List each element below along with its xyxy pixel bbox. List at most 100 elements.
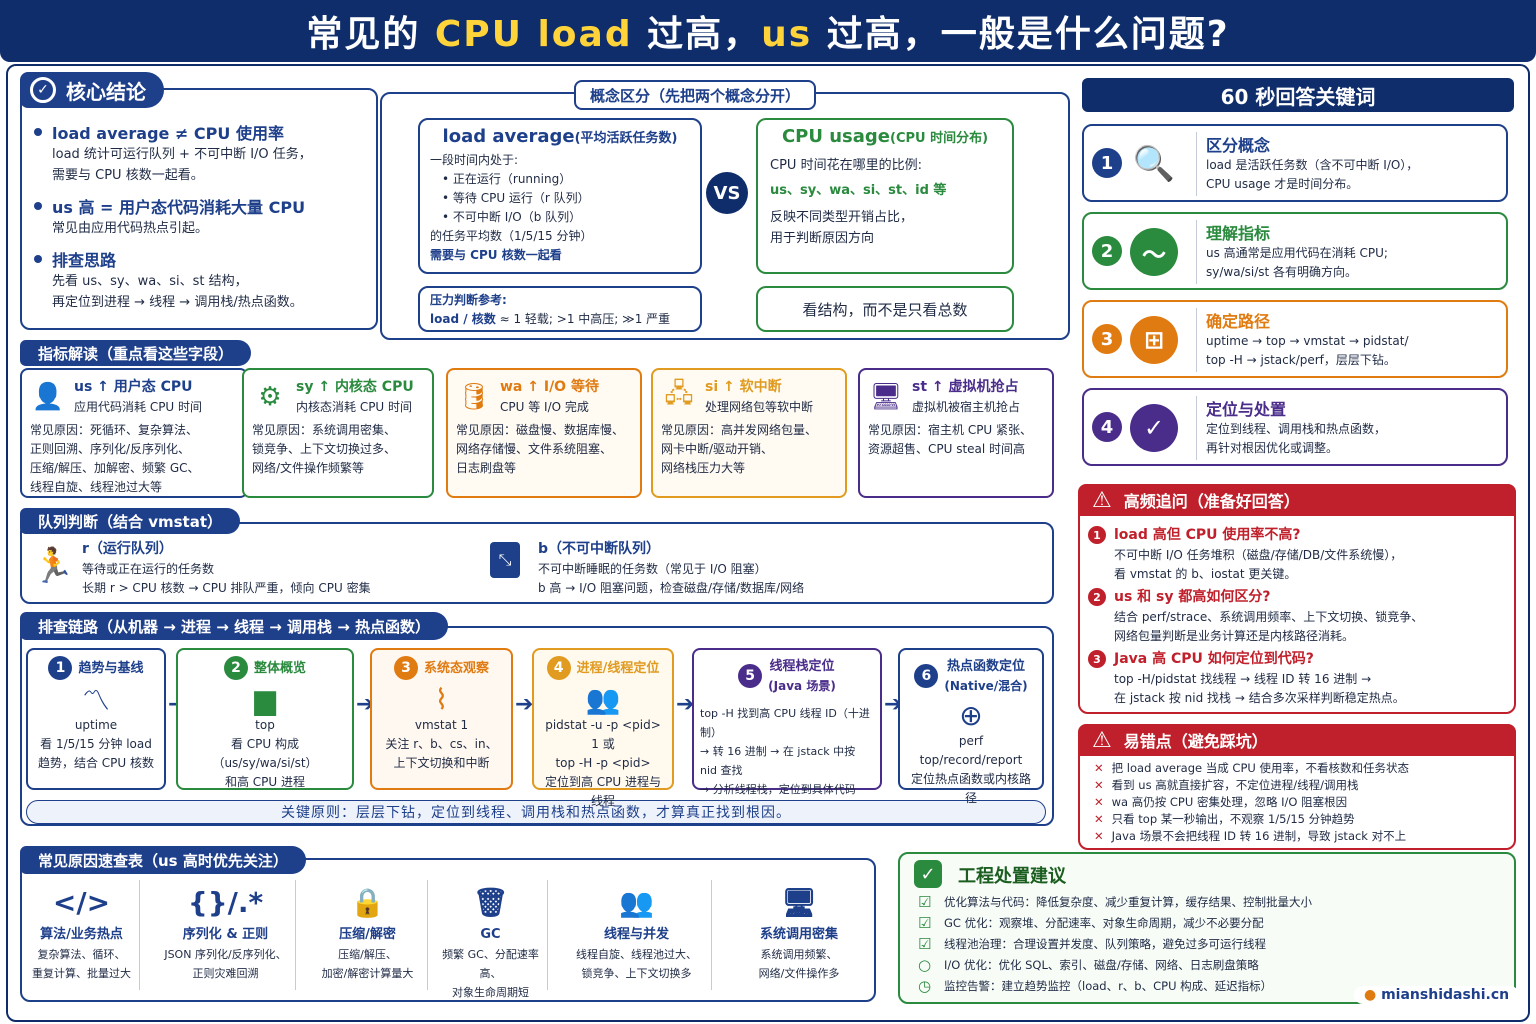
lock-icon: 🔒 — [350, 885, 385, 919]
hierarchy-icon: ⊞ — [1130, 316, 1178, 364]
arrow-right-icon: ➔ — [676, 692, 695, 717]
clock-icon: ◷ — [918, 977, 932, 995]
cause-item: 🖥 系统调用密集 系统调用频繁、 网络/文件操作多 — [726, 880, 872, 990]
users-icon: 👥 — [619, 885, 654, 919]
arrow-right-icon: ➔ — [356, 692, 375, 717]
team-icon: 👥 — [585, 682, 621, 716]
eng-item: ○I/O 优化：优化 SQL、索引、磁盘/存储、网络、日志刷盘策略 — [918, 956, 1259, 974]
load-average-card: load average(平均活跃任务数) 一段时间内处于: • 正在运行（ru… — [418, 118, 702, 274]
metric-card: 🖧 si ↑ 软中断处理网络包等软中断 常见原因：高并发网络包量、网卡中断/驱动… — [651, 368, 847, 498]
gear-icon: ⚙ — [258, 381, 282, 412]
queue-b: b（不可中断队列） 不可中断睡眠的任务数（常见于 I/O 阻塞） b 高 → I… — [538, 541, 805, 595]
cause-item: 👥 线程与并发 线程自旋、线程池过大、 锁竞争、上下文切换多 — [562, 880, 712, 990]
checkbox-icon: ☑ — [918, 935, 932, 953]
arrow-right-icon: ➔ — [884, 692, 903, 717]
regex-icon: {}/.* — [187, 885, 264, 919]
monitor-icon: 🖥 — [869, 381, 903, 412]
core-item: 排查思路先看 us、sy、wa、si、st 结构，再定位到进程 → 线程 → 调… — [34, 247, 374, 313]
blocked-file-icon: ⤡ — [490, 542, 520, 578]
pitfalls-heading: ⚠易错点（避免踩坑） — [1078, 724, 1516, 756]
outer-frame — [6, 64, 1530, 1022]
eng-heading: 工程处置建议 — [958, 866, 1066, 887]
cause-item: </> 算法/业务热点 复杂算法、循环、 重复计算、批量过大 — [24, 880, 140, 990]
cause-item: 🔒 压缩/解密 压缩/解压、 加密/解密计算量大 — [308, 880, 428, 990]
code-icon: </> — [52, 885, 111, 919]
pitfall-item: ✕只看 top 某一秒输出，不观察 1/5/15 分钟趋势 — [1094, 812, 1355, 826]
causes-heading: 常见原因速查表（us 高时优先关注） — [20, 846, 306, 874]
queue-heading: 队列判断（结合 vmstat） — [20, 508, 241, 534]
causes-panel — [20, 858, 876, 1002]
pulse-icon: 〜 — [1130, 228, 1178, 276]
check-circle-icon: ✓ — [1130, 404, 1178, 452]
answer-card: 2 〜 理解指标 us 高通常是应用代码在消耗 CPU; sy/wa/si/st… — [1082, 212, 1508, 290]
answer-card: 3 ⊞ 确定路径 uptime → top → vmstat → pidstat… — [1082, 300, 1508, 378]
answer-card: 4 ✓ 定位与处置 定位到线程、调用栈和热点函数， 再针对根因优化或调整。 — [1082, 388, 1508, 466]
eng-item: ☑优化算法与代码：降低复杂度、减少重复计算，缓存结果、控制批量大小 — [918, 893, 1312, 911]
answer-card: 1 🔍 区分概念 load 是活跃任务数（含不可中断 I/O）， CPU usa… — [1082, 124, 1508, 202]
running-icon: 🏃 — [32, 546, 75, 586]
metrics-heading: 指标解读（重点看这些字段） — [20, 340, 252, 366]
cause-item: {}/.* 序列化 & 正则 JSON 序列化/反序列化、 正则灾难回溯 — [156, 880, 296, 990]
cross-icon: ✕ — [1094, 812, 1104, 826]
circle-icon: ○ — [918, 956, 932, 974]
warning-icon: ⚠ — [1092, 727, 1112, 753]
pitfalls-list: ✕把 load average 当成 CPU 使用率，不看核数和任务状态 ✕看到 … — [1094, 760, 1514, 845]
trend-icon: 〽 — [81, 684, 110, 717]
queue-r: r（运行队列） 等待或正在运行的任务数 长期 r > CPU 核数 → CPU … — [82, 541, 371, 595]
eng-item: ☑线程池治理：合理设置并发度、队列策略，避免过多可运行线程 — [918, 935, 1266, 953]
arrow-right-icon: ➔ — [515, 692, 534, 717]
cpu-usage-card: CPU usage(CPU 时间分布) CPU 时间花在哪里的比例: us、sy… — [756, 118, 1014, 274]
cause-item: 🗑 GC 频繁 GC、分配速率高、 对象生命周期短 — [434, 880, 548, 999]
eng-item: ◷监控告警：建立趋势监控（load、r、b、CPU 构成、延迟指标） — [918, 977, 1273, 995]
user-icon: 👤 — [31, 381, 65, 412]
cross-icon: ✕ — [1094, 795, 1104, 809]
eng-list: ☑优化算法与代码：降低复杂度、减少重复计算，缓存结果、控制批量大小 ☑GC 优化：… — [918, 892, 1508, 997]
structure-note: 看结构，而不是只看总数 — [756, 286, 1014, 332]
checkbox-icon: ☑ — [918, 914, 932, 932]
database-icon: 🛢 — [457, 381, 491, 412]
eng-panel — [898, 852, 1516, 1004]
concept-heading: 概念区分（先把两个概念分开） — [574, 80, 817, 110]
monitor-icon: 🖥 — [781, 885, 817, 919]
chain-heading: 排查链路（从机器 → 进程 → 线程 → 调用栈 → 热点函数） — [20, 612, 449, 640]
eng-item: ☑GC 优化：观察堆、分配速率、对象生命周期，减少不必要分配 — [918, 914, 1264, 932]
core-heading: ✓核心结论 — [20, 72, 164, 108]
answer-heading: 60 秒回答关键词 — [1082, 78, 1514, 112]
pitfall-item: ✕看到 us 高就直接扩容，不定位进程/线程/调用栈 — [1094, 778, 1359, 792]
crosshair-icon: ⊕ — [959, 698, 983, 732]
page-title: 常见的 CPU load 过高，us 过高，一般是什么问题? — [306, 14, 1230, 55]
watermark: ● mianshidashi.cn — [1354, 986, 1520, 1004]
pitfall-item: ✕wa 高仍按 CPU 密集处理，忽略 I/O 阻塞根因 — [1094, 795, 1348, 809]
queue-panel — [20, 522, 1054, 604]
warning-icon: ⚠ — [1092, 487, 1112, 513]
metric-card: 🖥 st ↑ 虚拟机抢占虚拟机被宿主机抢占 常见原因：宿主机 CPU 紧张、资源… — [858, 368, 1054, 498]
waveform-icon: ⌇ — [434, 682, 449, 716]
magnifier-icon: 🔍 — [1130, 140, 1178, 188]
check-icon: ✓ — [914, 860, 942, 888]
cross-icon: ✕ — [1094, 778, 1104, 792]
key-principle: 关键原则：层层下钻，定位到线程、调用栈和热点函数，才算真正找到根因。 — [26, 800, 1046, 824]
title-bar: 常见的 CPU load 过高，us 过高，一般是什么问题? — [0, 0, 1536, 62]
pitfall-item: ✕把 load average 当成 CPU 使用率，不看核数和任务状态 — [1094, 761, 1409, 775]
bar-chart-icon: ▆ — [254, 682, 276, 716]
cross-icon: ✕ — [1094, 829, 1104, 843]
checkbox-icon: ☑ — [918, 893, 932, 911]
cross-icon: ✕ — [1094, 761, 1104, 775]
pressure-card: 压力判断参考: load / 核数 ≈ 1 轻载; >1 中高压; ≫1 严重 — [418, 286, 702, 332]
network-icon: 🖧 — [664, 378, 694, 409]
faq-heading: ⚠高频追问（准备好回答） — [1078, 484, 1516, 516]
